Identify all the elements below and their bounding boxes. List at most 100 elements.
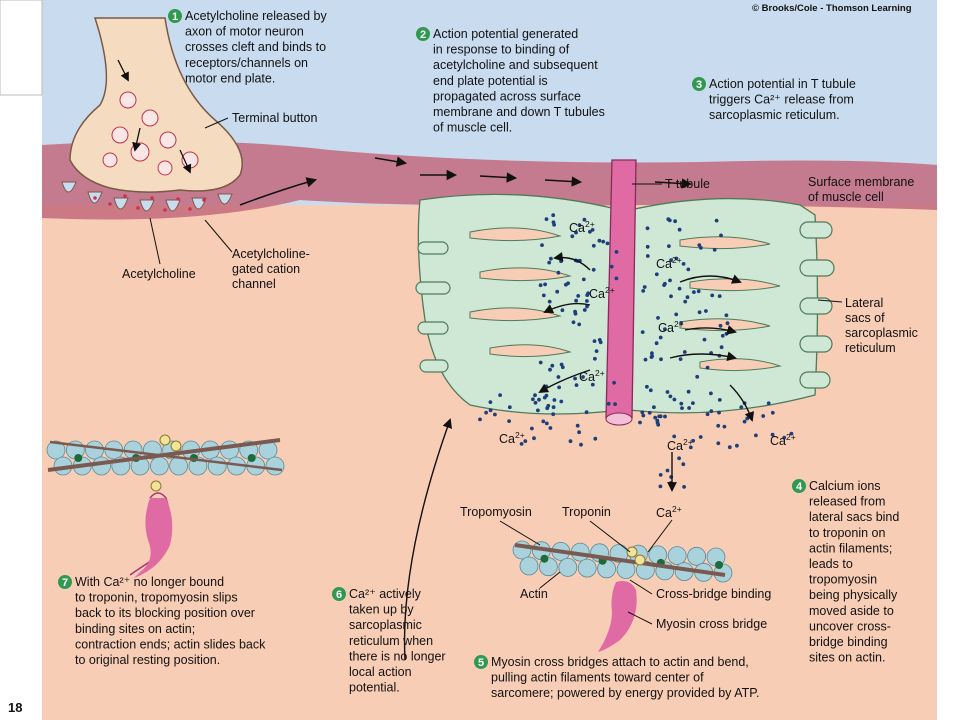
calcium-ion xyxy=(478,417,482,422)
actin-monomer xyxy=(169,456,189,476)
calcium-ion xyxy=(537,397,541,402)
calcium-ion xyxy=(727,445,732,450)
sr-calcium-arrows xyxy=(538,251,755,422)
calcium-ion xyxy=(579,442,583,447)
label-lateral-sacs-3: sarcoplasmic xyxy=(845,326,918,340)
step-text-line: receptors/channels on xyxy=(185,56,308,70)
actin-monomer xyxy=(85,440,104,460)
calcium-ion xyxy=(677,227,682,232)
calcium-ion xyxy=(543,282,547,287)
calcium-ion xyxy=(556,270,561,275)
calcium-ion xyxy=(656,316,660,320)
actin-monomer xyxy=(207,456,227,476)
calcium-ion xyxy=(555,289,560,294)
page-number: 18 xyxy=(8,700,22,715)
step-text-line: propagated across surface xyxy=(433,89,581,103)
calcium-ion xyxy=(498,393,502,397)
calcium-ion xyxy=(674,256,679,261)
calcium-ion xyxy=(718,323,723,328)
calcium-ion xyxy=(645,254,650,258)
label-leaders-active xyxy=(499,519,673,625)
calcium-ion xyxy=(588,229,592,234)
step-text-line: potential. xyxy=(349,681,400,695)
calcium-ion xyxy=(717,398,722,402)
calcium-ion xyxy=(681,262,686,266)
step-text-line: leads to xyxy=(809,557,853,571)
membrane-arrows xyxy=(239,156,693,206)
calcium-ion xyxy=(668,278,672,283)
calcium-ion xyxy=(542,395,547,400)
calcium-ion xyxy=(568,439,573,444)
calcium-ion xyxy=(669,258,673,263)
calcium-ion xyxy=(585,299,589,303)
calcium-ion xyxy=(593,436,598,441)
step-text-line: back to its blocking position over xyxy=(75,606,255,620)
calcium-ion xyxy=(577,430,581,435)
calcium-ion xyxy=(533,393,537,398)
actin-monomer xyxy=(46,440,66,460)
corner-panel xyxy=(0,0,43,96)
step-text-line: Calcium ions xyxy=(809,479,881,493)
step-text-line: to troponin, tropomyosin slips xyxy=(75,591,238,605)
calcium-ion xyxy=(594,349,599,353)
calcium-ion xyxy=(702,337,707,342)
step-text-line: Action potential generated xyxy=(433,27,578,41)
calcium-ion xyxy=(507,419,511,423)
calcium-ion xyxy=(770,432,775,437)
calcium-ion xyxy=(674,312,679,317)
step-text-line: pulling actin filaments toward center of xyxy=(491,671,704,685)
label-t-tubule: T tubule xyxy=(665,177,710,191)
calcium-ion xyxy=(754,433,758,438)
calcium-ion xyxy=(544,421,549,426)
calcium-ion xyxy=(652,405,656,410)
calcium-ion xyxy=(697,243,702,248)
calcium-ion xyxy=(705,412,710,417)
calcium-ion xyxy=(683,299,688,304)
label-cross-bridge-binding: Cross-bridge binding xyxy=(656,587,771,601)
calcium-ion xyxy=(668,394,673,399)
calcium-ion xyxy=(742,419,747,424)
calcium-ion xyxy=(704,309,708,313)
step-text-line: triggers Ca²⁺ release from xyxy=(709,93,854,107)
calcium-ion xyxy=(665,468,670,473)
step-text-line: crosses cleft and binds to xyxy=(185,40,326,54)
step-number: 5 xyxy=(478,657,484,669)
calcium-ion xyxy=(541,293,546,298)
step-badge: 6 xyxy=(332,587,346,601)
leader-line xyxy=(149,217,161,265)
calcium-ion xyxy=(699,246,703,250)
calcium-ion xyxy=(576,294,581,298)
calcium-ion xyxy=(548,426,553,430)
acetylcholine-molecules xyxy=(93,194,206,212)
label-surface-membrane-1: Surface membrane xyxy=(808,175,914,189)
calcium-ion xyxy=(687,406,691,410)
calcium-ion xyxy=(722,424,727,429)
calcium-ion xyxy=(724,331,729,336)
step-badge: 7 xyxy=(58,575,72,589)
calcium-ion xyxy=(720,333,725,338)
calcium-ion xyxy=(648,388,653,393)
calcium-ion xyxy=(654,341,659,346)
sr-tubules-left xyxy=(415,241,451,373)
calcium-ion xyxy=(532,436,536,441)
step-number: 1 xyxy=(172,11,178,23)
calcium-ion xyxy=(724,313,729,318)
label-ach-channel-3: channel xyxy=(232,277,276,291)
calcium-ion xyxy=(584,410,589,415)
calcium-ion xyxy=(663,414,667,419)
calcium-ion xyxy=(564,282,568,287)
calcium-ion xyxy=(597,338,602,342)
calcium-ion xyxy=(686,389,691,394)
myosin-head xyxy=(134,498,173,578)
terminal-arrows xyxy=(117,59,192,174)
step-text-line: Myosin cross bridges attach to actin and… xyxy=(491,655,749,669)
calcium-ion xyxy=(679,321,683,325)
calcium-ion xyxy=(484,410,488,415)
calcium-ion xyxy=(647,410,652,415)
actin-filament-active xyxy=(512,540,733,652)
calcium-ion xyxy=(681,462,686,467)
